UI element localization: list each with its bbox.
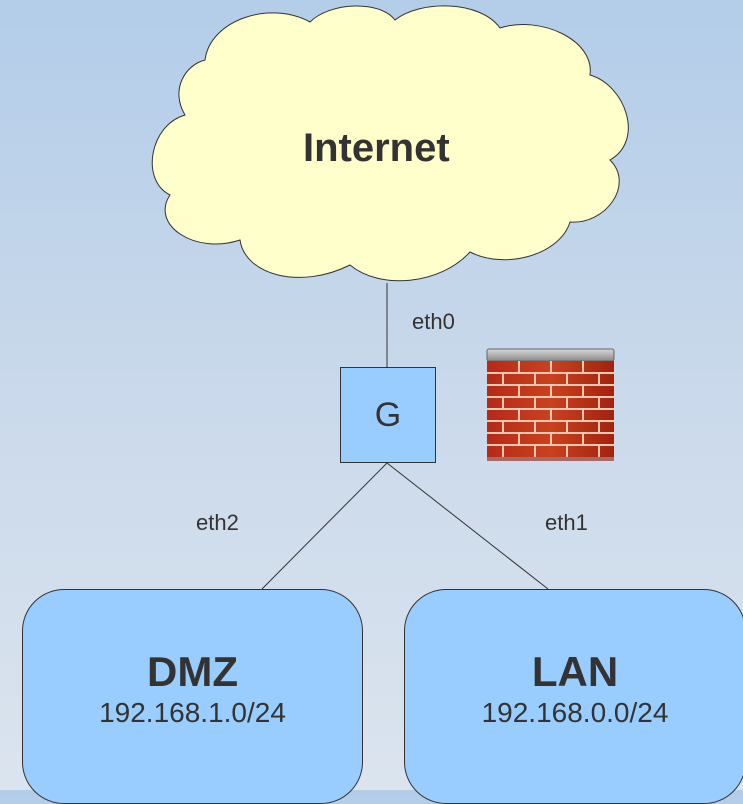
port-label-eth2: eth2 — [196, 510, 239, 535]
network-address: 192.168.1.0/24 — [99, 697, 286, 728]
internet-cloud — [151, 5, 629, 282]
gateway-node: G — [340, 367, 436, 463]
internet-label: Internet — [303, 126, 450, 170]
gateway-label: G — [374, 395, 402, 434]
link-gateway-dmz — [261, 462, 388, 590]
firewall-icon — [486, 348, 615, 461]
network-name: DMZ — [147, 648, 238, 695]
network-node-dmz: DMZ 192.168.1.0/24 — [22, 589, 363, 804]
port-label-eth0: eth0 — [412, 309, 455, 334]
network-address: 192.168.0.0/24 — [481, 697, 669, 728]
network-node-lan: LAN 192.168.0.0/24 — [404, 589, 743, 804]
port-label-eth1: eth1 — [545, 510, 588, 535]
link-gateway-lan — [386, 462, 549, 590]
network-name: LAN — [531, 648, 619, 695]
